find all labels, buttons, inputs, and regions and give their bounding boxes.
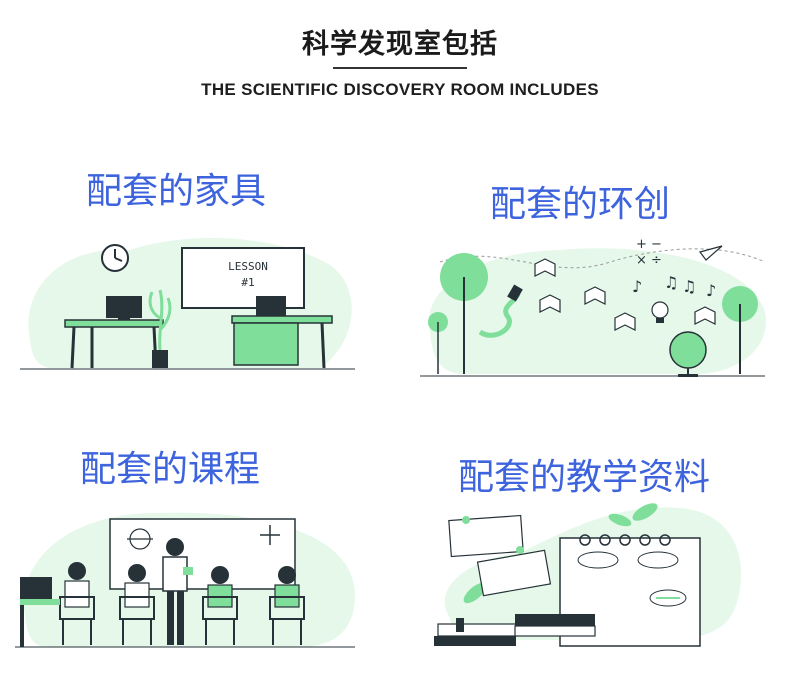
tree-left-icon: [428, 253, 488, 374]
course-classroom-illustration: [15, 512, 356, 648]
teaching-materials-illustration: [434, 503, 742, 647]
svg-text:♫: ♫: [664, 273, 678, 292]
book-icon: [534, 258, 716, 331]
svg-text:LESSON: LESSON: [228, 260, 268, 273]
svg-text:♫: ♫: [682, 277, 696, 296]
svg-text:× ÷: × ÷: [636, 253, 662, 268]
svg-text:♪: ♪: [706, 281, 716, 300]
desk-left-icon: [64, 296, 164, 369]
sticky-note-icon: [448, 514, 552, 597]
desk-right-icon: [231, 296, 333, 369]
whiteboard-icon: [109, 518, 296, 590]
svg-text:#1: #1: [241, 276, 254, 289]
svg-text:+ −: + −: [636, 237, 662, 252]
lightbulb-icon: [651, 301, 669, 323]
paper-plane-icon: [698, 245, 723, 261]
page-subtitle: THE SCIENTIFIC DISCOVERY ROOM INCLUDES: [201, 80, 599, 99]
students-icon: [64, 562, 300, 608]
teacher-icon: [162, 538, 193, 645]
section-title-environment: 配套的环创: [490, 184, 671, 225]
svg-text:♪: ♪: [632, 277, 642, 296]
chairs-icon: [59, 596, 305, 645]
section-title-materials: 配套的教学资料: [458, 457, 711, 498]
music-notes-icon: ♫♫ ♪ ♪: [632, 273, 716, 300]
book-stack-icon: [434, 614, 596, 646]
classroom-furniture-illustration: LESSON #1: [20, 238, 355, 370]
plant-icon: [148, 289, 172, 368]
title-divider: [333, 67, 467, 69]
leaves-icon: [463, 503, 658, 604]
section-title-course: 配套的课程: [80, 449, 261, 490]
desk-icon: [20, 577, 60, 647]
tree-right-icon: [722, 286, 758, 374]
page-title: 科学发现室包括: [302, 29, 498, 60]
environment-decoration-illustration: + −× ÷ ♫♫ ♪ ♪: [420, 237, 766, 377]
section-title-furniture: 配套的家具: [86, 171, 267, 212]
clock-icon: [101, 244, 129, 272]
pencil-icon: [478, 284, 523, 338]
math-symbols-icon: + −× ÷: [636, 237, 662, 268]
